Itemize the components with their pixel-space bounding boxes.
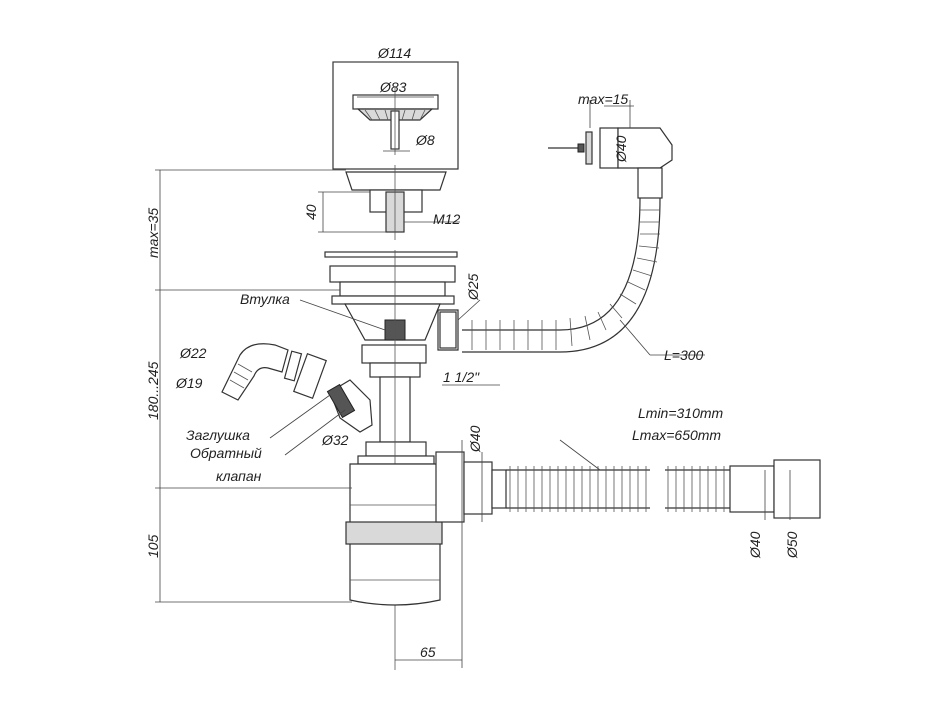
label-d25: Ø25 — [465, 273, 481, 301]
label-l300: L=300 — [664, 347, 704, 363]
label-thread: 1 1/2" — [443, 369, 480, 385]
dimension-lines — [155, 100, 791, 668]
label-m12: M12 — [433, 211, 460, 227]
overflow-assembly — [462, 127, 673, 353]
label-d83: Ø83 — [379, 79, 407, 95]
flange-assembly — [324, 251, 459, 351]
label-obratnyi: Обратный — [190, 445, 262, 461]
label-d22: Ø22 — [179, 345, 207, 361]
label-zaglushka: Заглушка — [186, 427, 250, 443]
label-d114: Ø114 — [377, 45, 411, 61]
label-max15: max=15 — [578, 91, 628, 107]
label-h180-245: 180...245 — [145, 361, 161, 420]
label-max35: max=35 — [145, 208, 161, 258]
label-d8: Ø8 — [415, 132, 435, 148]
vertical-pipe — [357, 250, 435, 670]
leader-lines — [269, 299, 705, 471]
label-vtulka: Втулка — [240, 291, 290, 307]
labels: Ø114 Ø83 Ø8 max=35 40 M12 Ø25 Втулка 180… — [145, 45, 800, 660]
drain-hose — [435, 451, 821, 523]
label-d19: Ø19 — [175, 375, 203, 391]
bottle-trap — [345, 463, 443, 606]
label-w65: 65 — [420, 644, 436, 660]
label-d40-right: Ø40 — [747, 531, 763, 559]
label-h105: 105 — [145, 534, 161, 558]
label-h40: 40 — [303, 204, 319, 220]
spare-parts — [221, 343, 373, 433]
label-d32: Ø32 — [321, 432, 349, 448]
strainer-body — [318, 165, 460, 240]
label-d50: Ø50 — [784, 531, 800, 559]
strainer-top-view — [332, 61, 459, 170]
label-klapan: клапан — [216, 468, 262, 484]
label-d40-left: Ø40 — [467, 425, 483, 453]
label-lmin: Lmin=310mm — [638, 405, 724, 421]
label-d40-overflow: Ø40 — [613, 135, 629, 163]
label-lmax: Lmax=650mm — [632, 427, 721, 443]
